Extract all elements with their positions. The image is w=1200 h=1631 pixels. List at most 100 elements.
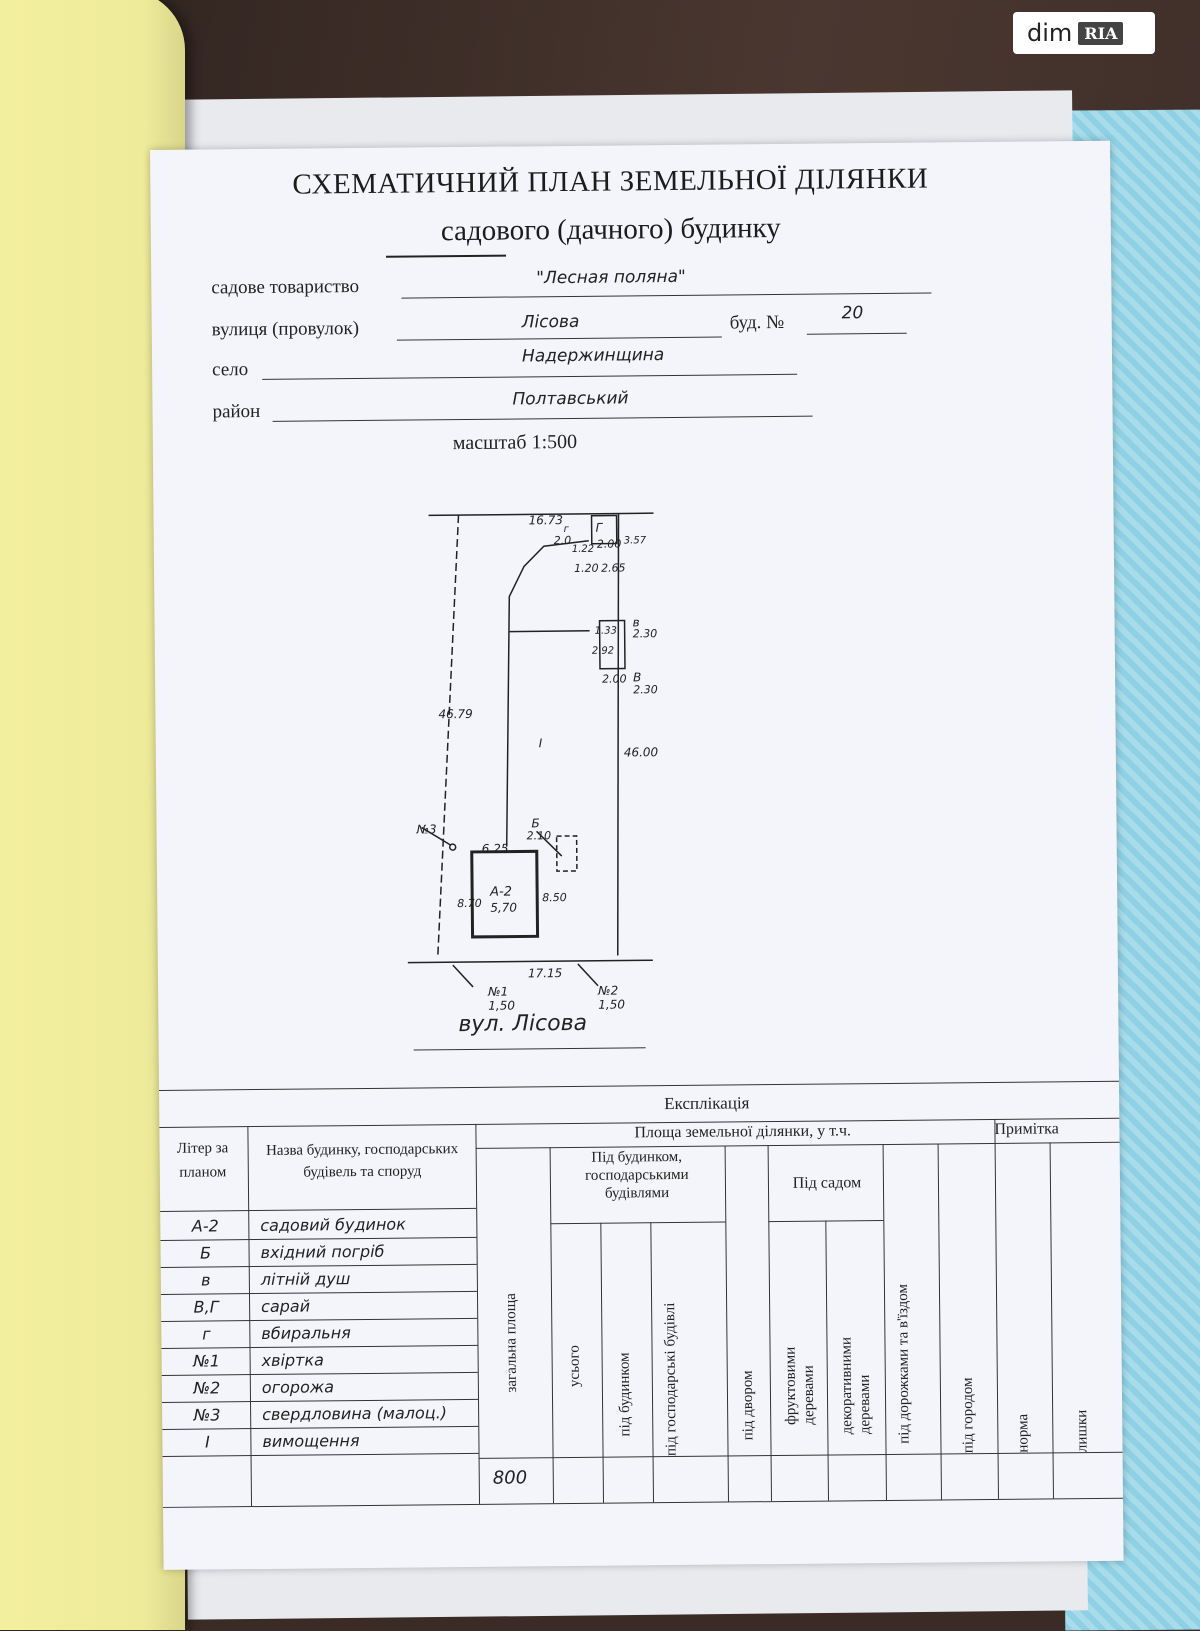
row-name: літній душ — [260, 1269, 351, 1289]
row-name: огорожа — [261, 1377, 335, 1397]
G-side: 1.22 — [571, 543, 595, 555]
house-value: 20 — [841, 303, 864, 324]
scale-label: масштаб 1:500 — [452, 430, 578, 455]
right-length: 46.00 — [623, 745, 659, 760]
row-letter: №2 — [193, 1378, 221, 1398]
under-yard-header: під двором — [739, 1370, 757, 1441]
bottom-boundary — [407, 959, 653, 964]
street-line — [396, 336, 722, 341]
row-divider — [160, 1236, 477, 1241]
row-name: вимощення — [262, 1431, 360, 1451]
under-garden: Під садом — [792, 1174, 862, 1192]
area-header: Площа земельної ділянки, у т.ч. — [634, 1122, 852, 1142]
G-label: Г — [595, 520, 603, 535]
house-left: 8.70 — [457, 896, 482, 911]
table-line — [600, 1222, 605, 1503]
g-small-val: 2.0 — [553, 533, 572, 548]
house-line — [806, 332, 907, 335]
fruit-trees-header: фруктовими деревами — [782, 1346, 818, 1425]
street-label: вулиця (провулок) — [211, 318, 360, 341]
street-caption-underline — [413, 1047, 646, 1051]
row-letter: №1 — [193, 1351, 221, 1371]
row-letter: в — [201, 1270, 211, 1290]
table-line — [475, 1141, 1120, 1149]
explication-table: Експлікація Площа земельної ділянки, у т… — [159, 1080, 1124, 1511]
n2-label: №2 — [598, 983, 619, 998]
note-header: Примітка — [994, 1120, 1059, 1138]
excess-header: лишки — [1074, 1409, 1091, 1453]
table-line — [937, 1143, 942, 1500]
explication-title: Експлікація — [664, 1093, 750, 1114]
n3-label: №3 — [416, 822, 437, 837]
top-boundary — [428, 512, 654, 517]
society-line — [401, 292, 932, 299]
house-top: 6.25 — [481, 841, 509, 856]
col-name-header: Назва будинку, господарських будівель та… — [265, 1141, 459, 1181]
vegetable-header: під городом — [959, 1377, 977, 1454]
row-divider — [161, 1317, 478, 1322]
table-line — [724, 1145, 729, 1502]
paths-header: під дорожками та в'їздом — [894, 1283, 913, 1444]
row-letter: І — [204, 1432, 210, 1452]
table-line — [160, 1207, 477, 1212]
left-fence — [437, 515, 460, 958]
row-letter: Б — [199, 1243, 212, 1263]
bottom-width: 17.15 — [527, 966, 563, 981]
V-val: 2.30 — [633, 683, 658, 697]
district-label: район — [212, 400, 261, 423]
table-line — [882, 1144, 887, 1500]
row-name: вхідний погріб — [260, 1241, 385, 1262]
row-divider — [161, 1344, 478, 1349]
fence-leader — [577, 963, 599, 987]
cellar-leader — [536, 830, 563, 857]
row-letter: №3 — [193, 1405, 221, 1425]
V-dim-0: 2.92 — [591, 645, 615, 657]
B-label: Б — [531, 816, 540, 831]
total-area-header: загальна площа — [502, 1292, 520, 1393]
table-line — [1049, 1142, 1054, 1499]
n2-val: 1,50 — [598, 997, 626, 1012]
shed-v-outline — [598, 619, 626, 670]
row-divider — [162, 1425, 479, 1430]
site-plan — [407, 512, 654, 988]
house-label: буд. № — [729, 311, 785, 334]
G-dim-0: 2.00 — [596, 537, 622, 551]
row-letter: А-2 — [191, 1216, 219, 1236]
table-line — [478, 1451, 1123, 1459]
house-label: А-2 — [490, 884, 513, 900]
left-length: 46.79 — [438, 706, 473, 722]
society-label: садове товариство — [211, 275, 360, 299]
V-label: В — [633, 670, 642, 685]
street-caption: вул. Лісова — [458, 1010, 588, 1038]
total-sub-header: усього — [566, 1345, 583, 1388]
row-name: хвіртка — [261, 1350, 325, 1370]
house-right: 8.50 — [542, 891, 567, 905]
V-dim-2: 2.00 — [602, 672, 627, 686]
doc-title: СХЕМАТИЧНИЙ ПЛАН ЗЕМЕЛЬНОЇ ДІЛЯНКИ — [292, 162, 929, 201]
row-name: свердловина (малоц.) — [262, 1403, 448, 1424]
doc-subtitle: садового (дачного) будинку — [440, 211, 781, 248]
v-val: 2.30 — [632, 627, 658, 641]
row-name: вбиральня — [261, 1323, 351, 1343]
table-line — [475, 1123, 481, 1504]
row-divider — [162, 1452, 479, 1457]
row-name: садовий будинок — [260, 1214, 406, 1235]
shed-g-outline — [590, 514, 618, 545]
path-branch — [509, 630, 590, 633]
n1-label: №1 — [488, 984, 509, 999]
under-buildings: Під будинком, господарськими будівлями — [585, 1148, 689, 1202]
house-val: 5,70 — [490, 900, 518, 915]
decorative-trees-header: декоративними деревами — [838, 1336, 874, 1435]
table-line — [163, 1497, 1123, 1508]
row-divider — [161, 1371, 478, 1376]
total-value: 800 — [492, 1467, 528, 1489]
row-name: сарай — [261, 1296, 311, 1316]
table-line — [247, 1126, 253, 1507]
table-line — [650, 1222, 655, 1503]
village-value: Надержинщина — [521, 345, 665, 367]
paving-path — [505, 540, 589, 847]
table-line — [767, 1145, 772, 1502]
cellar-outline — [555, 835, 578, 872]
col-letter-header: Літер за планом — [176, 1140, 229, 1181]
